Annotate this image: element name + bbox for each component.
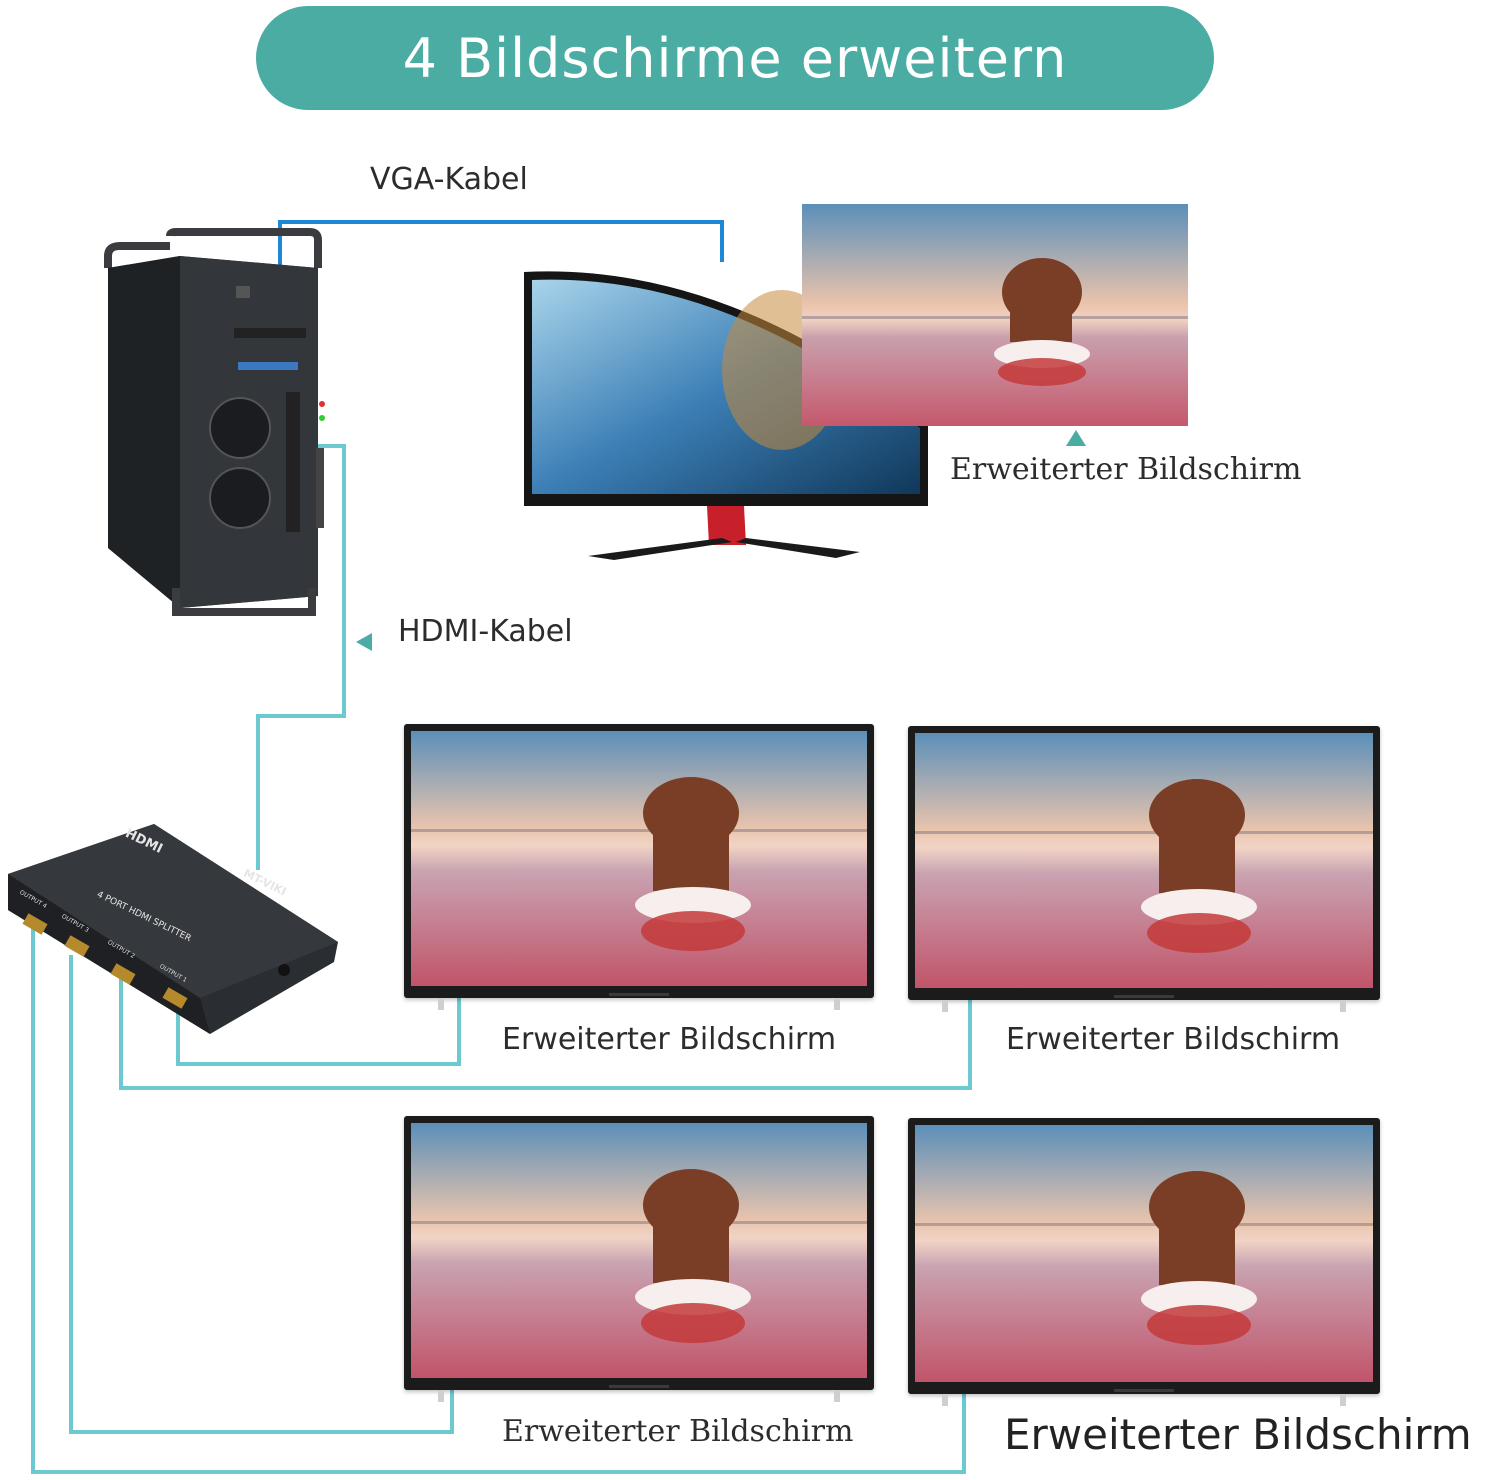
hdmi-cable-label: HDMI-Kabel: [398, 614, 573, 649]
extended-screen-image: [802, 204, 1188, 426]
tv-screen-image: [411, 731, 867, 986]
tv-foot: [438, 998, 444, 1010]
hdmi-cable-output-2: [119, 975, 972, 1090]
tv-screen-image: [915, 733, 1373, 988]
tv-3-label: Erweiterter Bildschirm: [502, 1414, 854, 1449]
tv-screen-image: [915, 1125, 1373, 1382]
title-banner: 4 Bildschirme erweitern: [256, 6, 1214, 110]
tv-foot: [834, 1390, 840, 1402]
tv-foot: [1340, 1394, 1346, 1406]
vga-cable-label: VGA-Kabel: [370, 162, 528, 197]
tv-4-label: Erweiterter Bildschirm: [1004, 1410, 1472, 1459]
tv-logo: [1114, 1389, 1174, 1392]
hdmi-splitter: HDMI MT-VIKI 4 PORT HDMI SPLITTER OUTPUT…: [4, 822, 340, 1040]
tv-logo: [609, 1385, 669, 1388]
tv-logo: [1114, 995, 1174, 998]
banner-title: 4 Bildschirme erweitern: [402, 26, 1068, 90]
tv-1-label: Erweiterter Bildschirm: [502, 1022, 837, 1057]
tv-1: [404, 724, 874, 1010]
hdmi-cable-output-4: [31, 925, 966, 1474]
tv-2: [908, 726, 1380, 1012]
extended-screen-top: [802, 204, 1188, 426]
pointer-up-icon: [1066, 430, 1086, 446]
tv-3: [404, 1116, 874, 1402]
tv-2-label: Erweiterter Bildschirm: [1006, 1022, 1341, 1057]
hdmi-input-cable: [256, 444, 346, 870]
extended-screen-label-top: Erweiterter Bildschirm: [950, 452, 1302, 487]
curved-monitor: [522, 270, 930, 560]
tv-screen-image: [411, 1123, 867, 1378]
hdmi-cable-output-1: [176, 994, 461, 1066]
tv-foot: [438, 1390, 444, 1402]
tv-foot: [1340, 1000, 1346, 1012]
tv-foot: [834, 998, 840, 1010]
hdmi-cable-output-3: [69, 955, 454, 1434]
pc-tower: [104, 228, 325, 616]
tv-logo: [609, 993, 669, 996]
tv-4: [908, 1118, 1380, 1406]
tv-foot: [942, 1000, 948, 1012]
tv-foot: [942, 1394, 948, 1406]
pointer-left-icon: [356, 633, 372, 651]
